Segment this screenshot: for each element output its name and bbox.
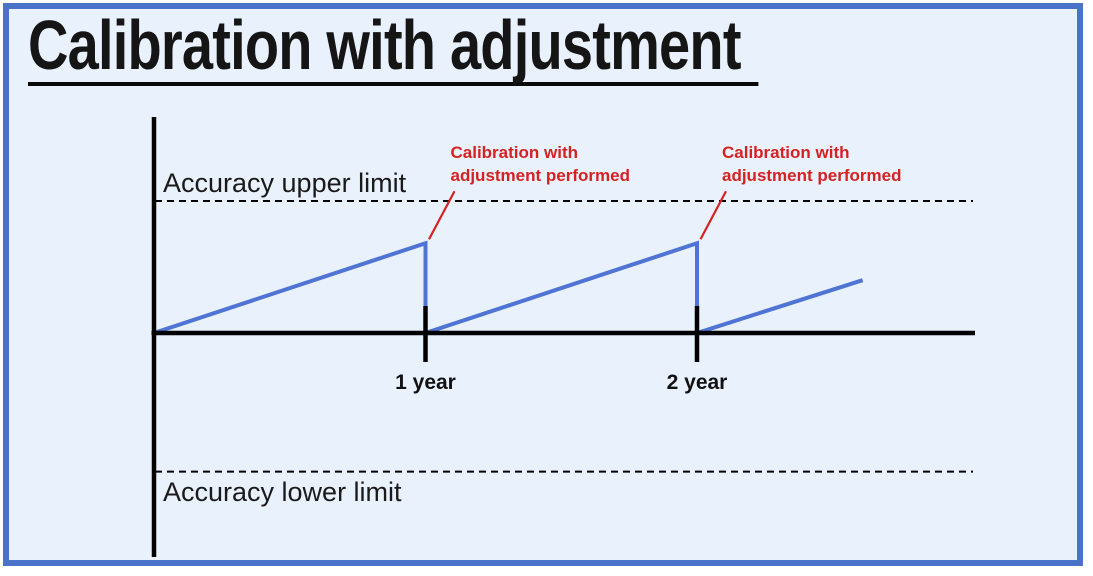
calibration-annotation-2: Calibration with adjustment performed: [722, 141, 932, 187]
calibration-annotation-2-line1: Calibration with: [722, 143, 850, 163]
calibration-annotation-1-line2: adjustment performed: [450, 166, 630, 186]
x-tick-label-1-year: 1 year: [395, 371, 456, 394]
accuracy-upper-limit-label: Accuracy upper limit: [163, 168, 407, 198]
calibration-annotation-1-line1: Calibration with: [450, 143, 579, 163]
accuracy-lower-limit-label: Accuracy lower limit: [163, 477, 402, 507]
calibration-annotation-2-line2: adjustment performed: [722, 166, 902, 186]
page-title: Calibration with adjustment: [28, 10, 759, 86]
x-tick-label-2-year: 2 year: [666, 371, 728, 394]
calibration-annotation-1: Calibration with adjustment performed: [451, 141, 661, 187]
